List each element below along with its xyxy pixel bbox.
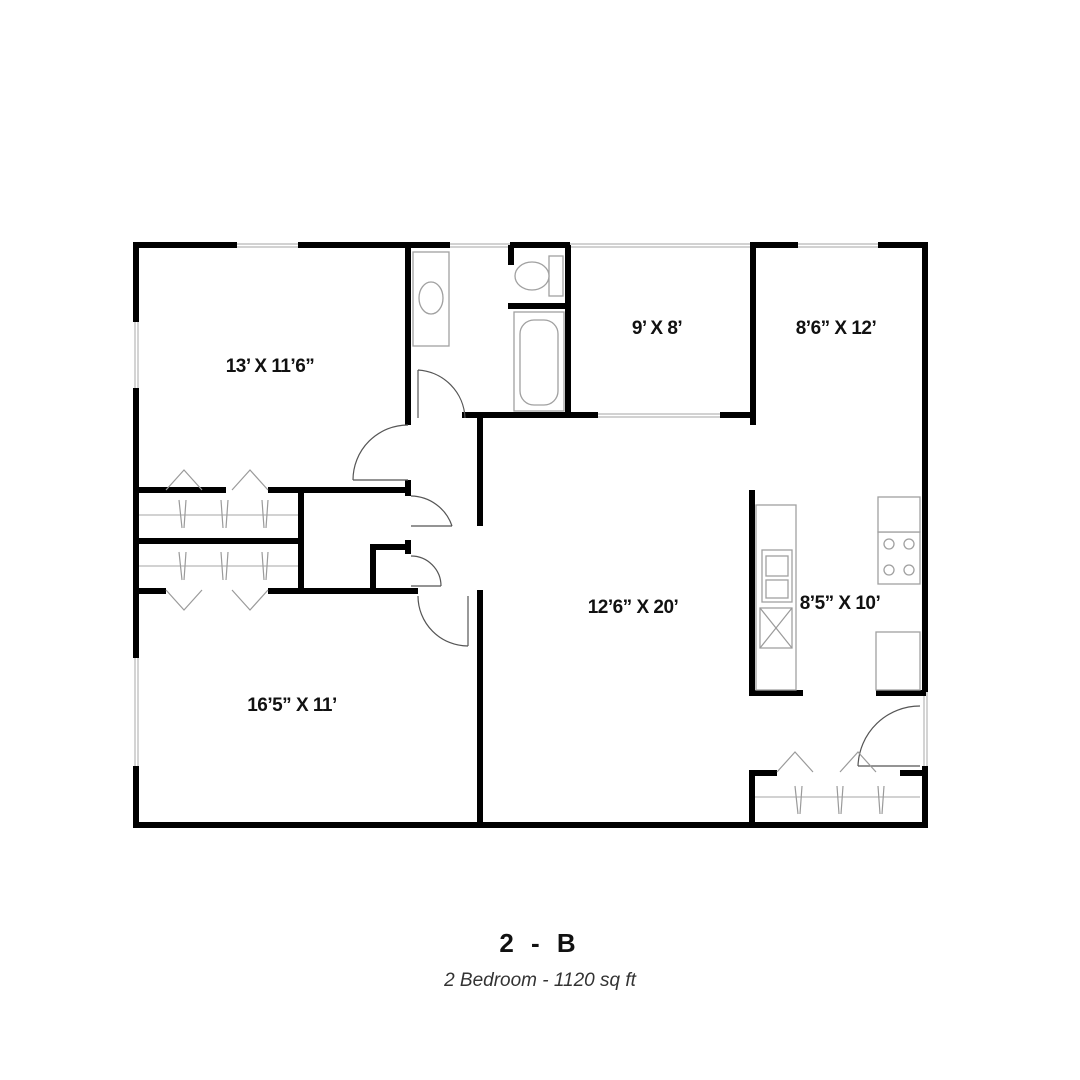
room-label-bedroom-2: 16’5” X 11’ (247, 695, 337, 716)
plan-subtitle: 2 Bedroom - 1120 sq ft (444, 970, 636, 991)
room-label-bedroom-1: 13’ X 11’6” (226, 356, 315, 377)
room-label-dining: 8’6” X 12’ (796, 318, 877, 339)
room-label-living: 12’6” X 20’ (588, 597, 679, 618)
toilet-tank (548, 255, 564, 297)
room-label-den: 9’ X 8’ (632, 318, 682, 339)
closet-doors (139, 469, 920, 815)
sink (418, 281, 444, 315)
stove (877, 531, 921, 585)
exterior-walls (133, 242, 928, 828)
windows (134, 243, 928, 766)
hangers (178, 499, 885, 815)
toilet-bowl (514, 261, 550, 291)
plan-title: 2 - B (499, 928, 581, 958)
doors (352, 369, 921, 767)
room-labels: 13’ X 11’6” 9’ X 8’ 8’6” X 12’ 12’6” X 2… (226, 318, 881, 716)
refrigerator (875, 631, 921, 691)
bathroom-fixtures (412, 251, 565, 412)
counter-right (877, 496, 921, 533)
kitchen-fixtures (755, 496, 921, 691)
interior-walls (136, 245, 928, 828)
room-label-kitchen: 8’5” X 10’ (800, 593, 881, 614)
